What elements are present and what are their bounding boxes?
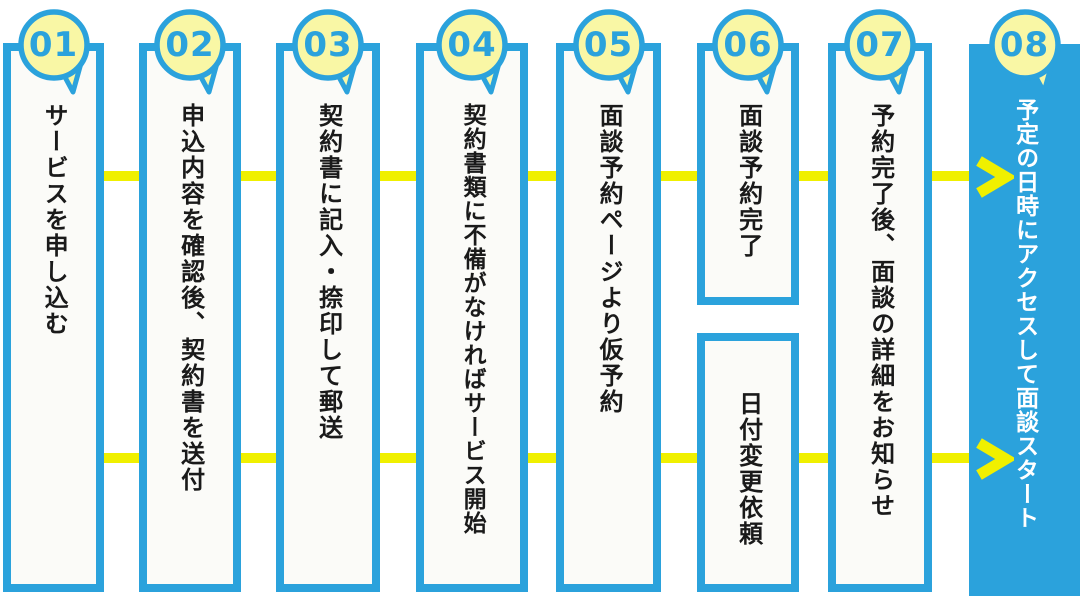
step-column-01: サービスを申し込む 01 bbox=[3, 0, 104, 600]
step-badge-03: 03 bbox=[285, 4, 371, 96]
step-label-06-lower: 日付変更依頼 bbox=[734, 391, 763, 547]
step-number-06: 06 bbox=[723, 25, 773, 65]
speech-bubble-circle-icon bbox=[154, 9, 226, 95]
step-box-06-lower: 日付変更依頼 bbox=[697, 333, 799, 592]
step-label-05: 面談予約ページより仮予約 bbox=[595, 103, 624, 415]
step-box-08: 予定の日時にアクセスして面談スタート bbox=[969, 44, 1080, 596]
step-box-02: 申込内容を確認後、契約書を送付 bbox=[139, 43, 241, 592]
step-number-03: 03 bbox=[303, 25, 353, 65]
step-column-06: 面談予約完了 日付変更依頼 06 bbox=[697, 0, 799, 600]
step-box-04: 契約書類に不備がなければサービス開始 bbox=[416, 43, 528, 592]
step-badge-07: 07 bbox=[837, 4, 923, 96]
speech-bubble-circle-icon bbox=[436, 9, 508, 95]
step-label-04: 契約書類に不備がなければサービス開始 bbox=[459, 103, 486, 535]
step-badge-05: 05 bbox=[566, 4, 652, 96]
step-label-08: 予定の日時にアクセスして面談スタート bbox=[1011, 98, 1038, 530]
step-box-07: 予約完了後、面談の詳細をお知らせ bbox=[828, 43, 932, 592]
step-number-07: 07 bbox=[855, 25, 905, 65]
step-column-08: 予定の日時にアクセスして面談スタート 08 bbox=[969, 0, 1080, 600]
step-badge-02: 02 bbox=[147, 4, 233, 96]
speech-bubble-circle-icon bbox=[988, 9, 1061, 95]
speech-bubble-circle-icon bbox=[572, 9, 645, 95]
step-column-07: 予約完了後、面談の詳細をお知らせ 07 bbox=[828, 0, 932, 600]
step-number-01: 01 bbox=[28, 25, 79, 65]
step-column-03: 契約書に記入・捺印して郵送 03 bbox=[276, 0, 380, 600]
step-label-01: サービスを申し込む bbox=[40, 103, 69, 337]
speech-bubble-circle-icon bbox=[844, 9, 916, 95]
step-badge-01: 01 bbox=[11, 4, 97, 96]
speech-bubble-circle-icon bbox=[17, 9, 90, 95]
step-badge-06: 06 bbox=[705, 4, 791, 96]
step-number-08: 08 bbox=[999, 25, 1050, 65]
step-column-04: 契約書類に不備がなければサービス開始 04 bbox=[416, 0, 528, 600]
right-arrow-icon-upper bbox=[976, 156, 1014, 198]
step-column-02: 申込内容を確認後、契約書を送付 02 bbox=[139, 0, 241, 600]
step-number-04: 04 bbox=[447, 25, 497, 65]
right-arrow-icon-lower bbox=[976, 438, 1014, 480]
step-column-05: 面談予約ページより仮予約 05 bbox=[556, 0, 661, 600]
step-badge-08: 08 bbox=[982, 4, 1068, 96]
step-number-02: 02 bbox=[165, 25, 215, 65]
step-box-05: 面談予約ページより仮予約 bbox=[556, 43, 661, 592]
step-label-02: 申込内容を確認後、契約書を送付 bbox=[176, 103, 205, 493]
step-label-06-upper: 面談予約完了 bbox=[734, 103, 763, 259]
step-box-03: 契約書に記入・捺印して郵送 bbox=[276, 43, 380, 592]
step-label-03: 契約書に記入・捺印して郵送 bbox=[314, 103, 343, 441]
step-badge-04: 04 bbox=[429, 4, 515, 96]
speech-bubble-circle-icon bbox=[712, 9, 784, 95]
speech-bubble-circle-icon bbox=[292, 9, 364, 95]
step-box-01: サービスを申し込む bbox=[3, 43, 104, 592]
step-label-07: 予約完了後、面談の詳細をお知らせ bbox=[866, 103, 895, 519]
step-number-05: 05 bbox=[583, 25, 634, 65]
